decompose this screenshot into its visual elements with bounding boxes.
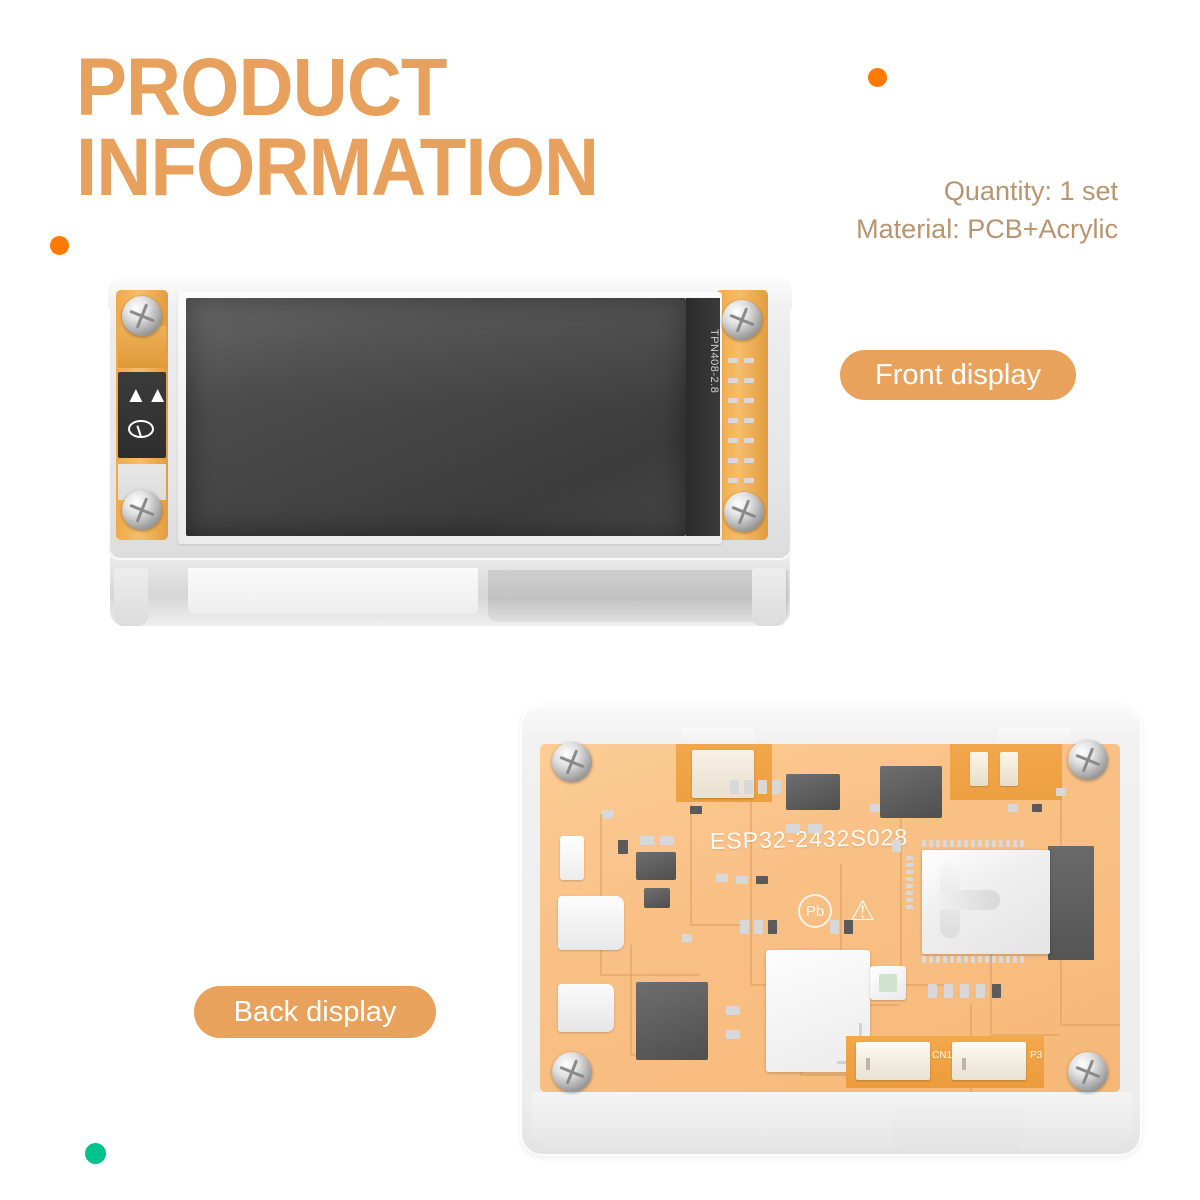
- esp32-antenna: [1048, 846, 1094, 960]
- spec-quantity: Quantity: 1 set: [856, 172, 1118, 210]
- jst-connector-left: [560, 836, 584, 880]
- connector-label-cn1: CN1: [932, 1050, 952, 1061]
- screw-back-bottom-left: [552, 1052, 592, 1092]
- screen-glare: [186, 298, 686, 407]
- ic-u2: [786, 774, 840, 810]
- pcb-solder-pads: [728, 358, 762, 498]
- lcd-screen: [186, 298, 686, 536]
- screw-back-top-right: [1068, 740, 1108, 780]
- decorative-dot-green-bottom-left: [85, 1143, 106, 1164]
- screw-top-left: [122, 296, 162, 336]
- usb-c-port: [558, 896, 624, 950]
- esp32-pcb: ESP32-2432S028 Pb ⚠ CN1 P3: [540, 744, 1120, 1092]
- screw-top-right: [722, 300, 762, 340]
- acrylic-case-bottom-notch: [892, 1104, 1024, 1146]
- acrylic-base-notch: [188, 568, 478, 614]
- front-display-photo: ▲▲ TPN408-2.8: [100, 268, 800, 668]
- acrylic-foot-right: [752, 568, 786, 626]
- capacitor-c1: [970, 752, 988, 786]
- ic-u5: [636, 852, 676, 880]
- acrylic-case-bottom-lip: [532, 1092, 1132, 1148]
- connector-label-p3: P3: [1030, 1050, 1042, 1061]
- back-display-photo: ESP32-2432S028 Pb ⚠ CN1 P3: [506, 700, 1158, 1160]
- screw-bottom-left: [122, 490, 162, 530]
- back-display-label: Back display: [194, 986, 436, 1038]
- micro-usb-port: [558, 984, 614, 1032]
- capacitor-c2: [1000, 752, 1018, 786]
- esd-triangle-icon: ▲▲: [125, 384, 166, 406]
- display-model-text: TPN408-2.8: [686, 298, 720, 418]
- jst-connector-p3: [952, 1042, 1026, 1080]
- product-specs: Quantity: 1 set Material: PCB+Acrylic: [856, 172, 1118, 249]
- spec-material: Material: PCB+Acrylic: [856, 210, 1118, 248]
- page-title: PRODUCT INFORMATION: [76, 48, 690, 209]
- screw-back-bottom-right: [1068, 1052, 1108, 1092]
- ic-regulator: [644, 888, 670, 908]
- decorative-dot-orange-top-right: [868, 68, 887, 87]
- ic-u6-driver: [636, 982, 708, 1060]
- acrylic-foot-left: [114, 568, 148, 626]
- screw-bottom-right: [724, 492, 764, 532]
- rohs-mark-icon: Pb: [798, 894, 832, 928]
- screw-back-top-left: [552, 742, 592, 782]
- front-display-label: Front display: [840, 350, 1076, 400]
- jst-connector-cn1: [856, 1042, 930, 1080]
- manufacturer-logo-icon: [128, 420, 154, 438]
- esp32-wroom-module: [922, 850, 1050, 954]
- acrylic-base-shadow: [488, 570, 788, 622]
- decorative-dot-orange-mid-left: [50, 236, 69, 255]
- esd-warning-label: ▲▲: [118, 372, 166, 458]
- ic-u3: [880, 766, 942, 818]
- rgb-led: [870, 966, 906, 1000]
- esd-mark-icon: ⚠: [850, 894, 875, 927]
